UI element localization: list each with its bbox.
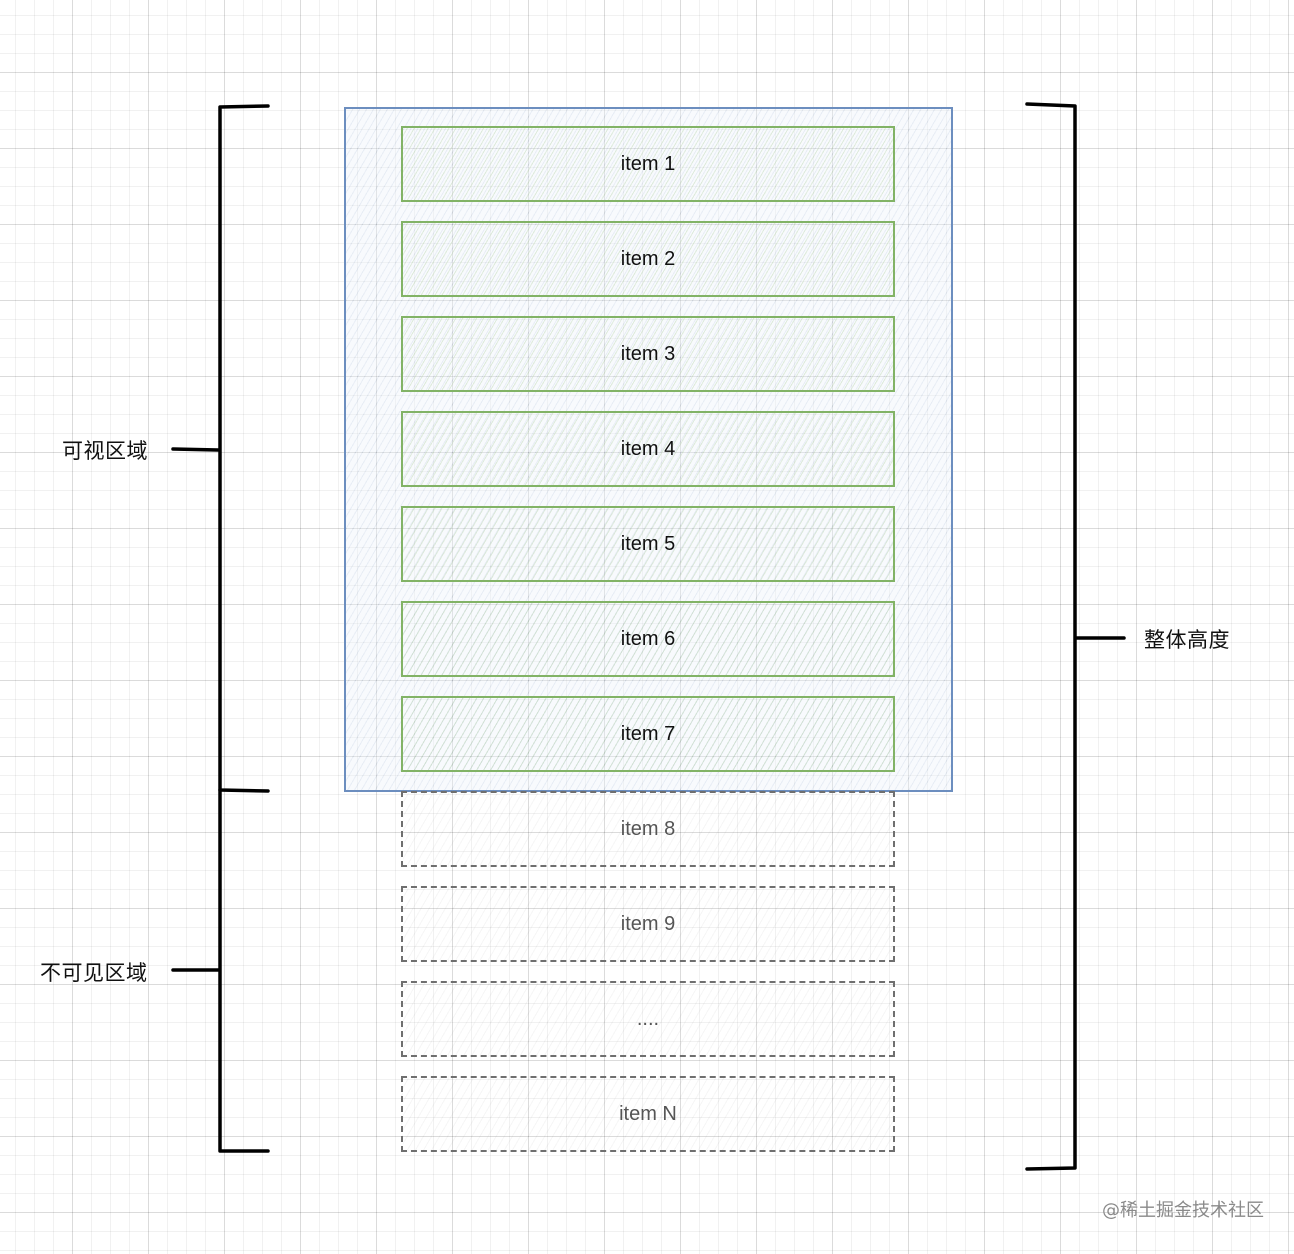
visible-area-tick [171, 447, 220, 452]
hidden-list-item: item 9 [401, 886, 895, 962]
total-height-label: 整体高度 [1144, 628, 1230, 652]
list-item: item 5 [401, 506, 895, 582]
visible-area-bracket [218, 104, 270, 793]
visible-area-label: 可视区域 [62, 439, 148, 463]
list-item: item 7 [401, 696, 895, 772]
list-item: item 6 [401, 601, 895, 677]
list-item: item 2 [401, 221, 895, 297]
list-item: item 1 [401, 126, 895, 202]
watermark: @稀土掘金技术社区 [1102, 1200, 1264, 1221]
total-height-bracket [1025, 102, 1077, 1171]
hidden-list-item: .... [401, 981, 895, 1057]
invisible-area-bracket [218, 788, 270, 1153]
hidden-list-item: item 8 [401, 791, 895, 867]
invisible-area-label: 不可见区域 [40, 961, 148, 985]
hidden-list-item: item N [401, 1076, 895, 1152]
list-item: item 3 [401, 316, 895, 392]
list-item: item 4 [401, 411, 895, 487]
